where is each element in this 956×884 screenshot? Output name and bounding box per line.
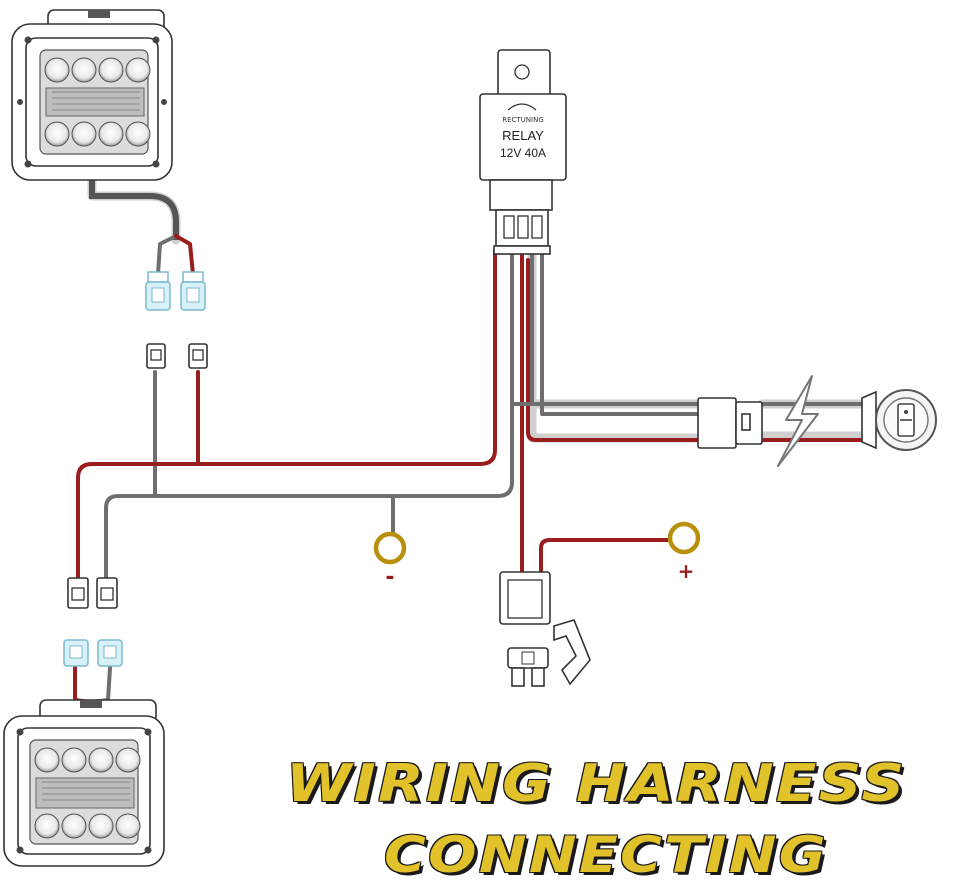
positive-symbol: +: [678, 559, 695, 583]
relay-rating: 12V 40A: [500, 146, 546, 160]
top-lamp-gray-lead: [156, 234, 178, 276]
title-line-1: WIRING HARNESS: [286, 754, 907, 814]
top-light-leds: [44, 57, 151, 147]
ground-ring-terminal: [373, 531, 407, 565]
top-lamp-connectors: [145, 271, 208, 369]
bottom-work-light: [3, 699, 165, 867]
bottom-harness-male-connector-left: [67, 577, 89, 609]
rocker-switch: [861, 389, 937, 451]
top-harness-male-connector-right: [188, 343, 208, 369]
bottom-lamp-connectors: [63, 577, 123, 667]
fuse-holder: [499, 571, 591, 687]
battery-positive-wire: [539, 538, 674, 574]
top-work-light: [11, 9, 173, 181]
positive-ring-terminal: [667, 521, 701, 555]
relay: [479, 49, 567, 255]
bottom-harness-male-connector-right: [96, 577, 118, 609]
blade-fuse: [507, 647, 549, 687]
switch-cable: [527, 245, 705, 409]
bottom-lamp-female-connector-left: [63, 639, 89, 667]
relay-brand: RECTUNING: [502, 116, 544, 124]
top-lamp-cable: [87, 173, 181, 245]
top-harness-male-connector-left: [146, 343, 166, 369]
bottom-lamp-red-lead: [73, 666, 92, 704]
bottom-lamp-gray-lead: [90, 666, 112, 704]
top-lamp-red-lead: [174, 234, 195, 276]
bottom-lamp-female-connector-right: [97, 639, 123, 667]
top-lamp-female-connector-left: [145, 271, 171, 311]
relay-label: RELAY: [502, 128, 544, 143]
lightning-bolt-icon: [777, 375, 819, 467]
relay-labels: RECTUNING RELAY 12V 40A: [500, 116, 546, 160]
switch-inline-connector: [697, 397, 763, 449]
top-lamp-female-connector-right: [180, 271, 206, 311]
bottom-light-leds: [34, 747, 141, 839]
negative-symbol: -: [385, 565, 394, 590]
main-red-bus: [76, 248, 497, 580]
main-gray-bus: [104, 248, 514, 580]
title-line-2: CONNECTING: [384, 826, 828, 884]
